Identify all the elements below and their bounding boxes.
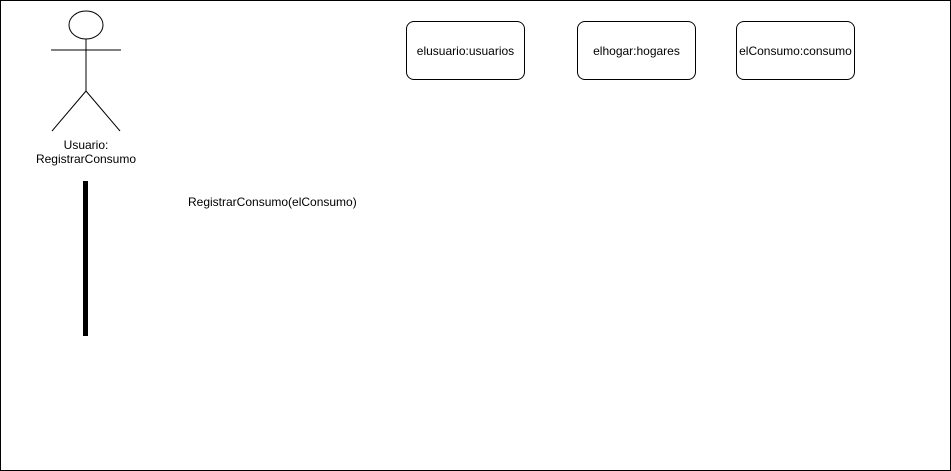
object-label: elhogar:hogares [593, 43, 680, 58]
actor-head [68, 10, 104, 40]
actor-left-leg [51, 90, 87, 132]
actor-label: Usuario: RegistrarConsumo [21, 138, 151, 166]
message-label: RegistrarConsumo(elConsumo) [188, 195, 357, 209]
object-label: elusuario:usuarios [416, 43, 515, 58]
stick-figure-icon [51, 10, 121, 132]
object-box-elusuario: elusuario:usuarios [406, 21, 525, 80]
activation-bar [83, 181, 88, 336]
object-label: elConsumo:consumo [739, 43, 852, 58]
object-box-elconsumo: elConsumo:consumo [736, 21, 855, 80]
actor-label-line1: Usuario: [63, 138, 109, 152]
object-box-elhogar: elhogar:hogares [577, 21, 696, 80]
actor-right-leg [85, 90, 121, 132]
actor-label-line2: RegistrarConsumo [35, 152, 137, 166]
